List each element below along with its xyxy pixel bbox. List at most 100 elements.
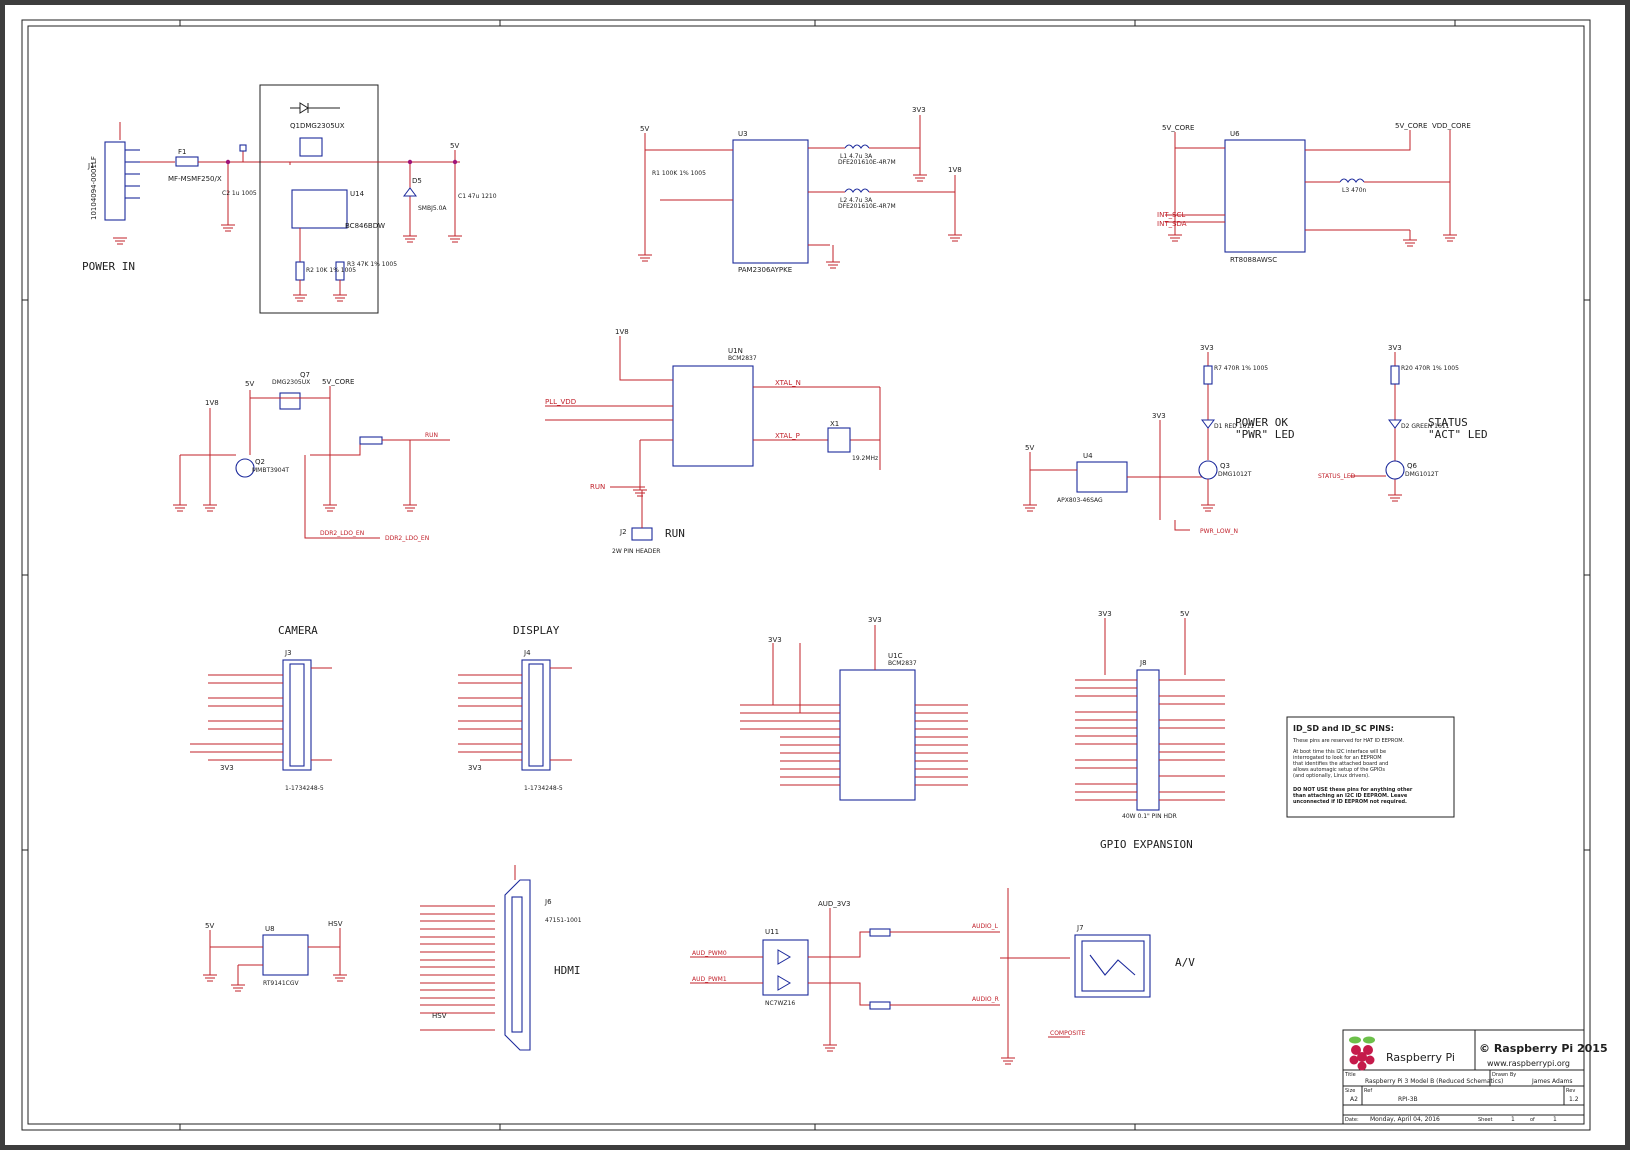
buffer-u11 xyxy=(762,939,809,996)
j2-part: 2W PIN HEADER xyxy=(612,548,660,555)
j3-ref: J3 xyxy=(284,649,292,657)
section-camera: CAMERA xyxy=(278,624,318,637)
j6-part: 47151-1001 xyxy=(545,917,582,924)
net-composite: COMPOSITE xyxy=(1050,1030,1086,1037)
net-aud-pwm1: AUD_PWM1 xyxy=(692,976,727,983)
f1-ref: F1 xyxy=(178,148,186,156)
hdmi-block: J6 47151-1001 HSV HDMI xyxy=(420,865,582,1051)
r1-label: R1 100K 1% 1005 xyxy=(652,170,706,177)
net-5v-core-out: 5V_CORE xyxy=(1395,122,1427,130)
j8-ref: J8 xyxy=(1139,659,1147,667)
q2-part: MMBT3904T xyxy=(252,467,289,474)
u3-ref: U3 xyxy=(738,130,748,138)
mosfet-q1 xyxy=(299,137,323,157)
net-5v-q7: 5V xyxy=(245,380,254,388)
schematic-title: Raspberry Pi 3 Model B (Reduced Schemati… xyxy=(1365,1078,1503,1085)
sheet-number: 1 xyxy=(1511,1116,1515,1123)
ground-symbols xyxy=(113,174,1457,1065)
crystal-x1 xyxy=(827,427,851,453)
ic-u8 xyxy=(262,934,309,976)
header-j2 xyxy=(631,527,653,541)
net-hsv: HSV xyxy=(328,920,343,928)
display-block: DISPLAY J4 1-1734248-5 3V3 xyxy=(458,624,572,792)
status-led-block: 3V3 R20 470R 1% 1005 D2 GREEN 1611 Q6 DM… xyxy=(1318,344,1488,495)
ref-label: Ref xyxy=(1364,1088,1372,1094)
j8-part: 40W 0.1" PIN HDR xyxy=(1122,813,1177,820)
gpio-header-block: J8 40W 0.1" PIN HDR 3V3 5V GPIO EXPANSIO… xyxy=(1075,610,1225,851)
l1-part: DFE201610E-4R7M xyxy=(838,159,896,166)
u1n-part: BCM2837 xyxy=(728,355,757,362)
net-5v-core-q7: 5V_CORE xyxy=(322,378,354,386)
header-j8 xyxy=(1136,669,1160,811)
note-line: These pins are reserved for HAT ID EEPRO… xyxy=(1292,738,1405,744)
note-line: than attaching an I2C ID EEPROM. Leave xyxy=(1293,793,1408,799)
raspberry-pi-logo xyxy=(1349,1036,1375,1071)
fuse-f1 xyxy=(175,156,199,167)
net-5v-j8: 5V xyxy=(1180,610,1189,618)
sheet-size: A2 xyxy=(1350,1096,1358,1103)
d5-ref: D5 xyxy=(412,177,422,185)
net-3v3-u3: 3V3 xyxy=(912,106,926,114)
net-5v-u4: 5V xyxy=(1025,444,1034,452)
paper xyxy=(5,5,1625,1145)
ic-u1c xyxy=(839,669,916,801)
ref-value: RPI-3B xyxy=(1398,1096,1418,1103)
audio-video-block: U11 NC7WZ16 AUD_PWM0 AUD_PWM1 AUD_3V3 AU… xyxy=(690,888,1195,1058)
q1-ref: Q1 xyxy=(290,122,300,130)
net-status-led: STATUS_LED xyxy=(1318,473,1356,480)
j4-part: 1-1734248-5 xyxy=(524,785,563,792)
camera-block: CAMERA J3 1-1734248-5 3V3 xyxy=(190,624,332,792)
section-run: RUN xyxy=(665,527,685,540)
note-line: At boot time this I2C interface will be xyxy=(1293,749,1386,755)
ic-u3 xyxy=(732,139,809,264)
ic-u1n xyxy=(672,365,754,467)
q6-part: DMG1012T xyxy=(1405,471,1439,478)
power-ok-block: U4 APX803-46SAG 5V 3V3 PWR_LOW_N 3V3 R7 … xyxy=(1025,344,1295,535)
net-1v8-u1n: 1V8 xyxy=(615,328,629,336)
u1n-ref: U1N xyxy=(728,347,743,355)
date-label: Date: xyxy=(1345,1117,1359,1123)
u1c-ref: U1C xyxy=(888,652,903,660)
r2-label: R2 10K 1% 1005 xyxy=(306,267,356,274)
section-display: DISPLAY xyxy=(513,624,560,637)
size-label: Size xyxy=(1345,1088,1355,1094)
q7-part: DMG2305UX xyxy=(272,379,310,386)
l1-label: L1 4.7u 3A xyxy=(840,153,873,160)
note-line: DO NOT USE these pins for anything other xyxy=(1293,787,1413,793)
net-run-in: RUN xyxy=(590,483,605,491)
net-audio-r: AUDIO_R xyxy=(972,996,999,1003)
j1-part: 10104094-0001LF xyxy=(90,156,98,220)
section-gpio-expansion: GPIO EXPANSION xyxy=(1100,838,1193,851)
l3-label: L3 470n xyxy=(1342,187,1367,194)
sheet-count: 1 xyxy=(1553,1116,1557,1123)
transistor-u14 xyxy=(291,189,348,229)
net-3v3-u1c: 3V3 xyxy=(868,616,882,624)
net-int-sda: INT_SDA xyxy=(1157,220,1187,228)
protection-box xyxy=(259,84,379,314)
of-label: of xyxy=(1530,1117,1535,1123)
net-3v3-cam: 3V3 xyxy=(220,764,234,772)
u14-part: BC846BDW xyxy=(345,222,385,230)
net-3v3-u4: 3V3 xyxy=(1152,412,1166,420)
net-xtal-n: XTAL_N xyxy=(775,379,801,387)
l2-part: DFE201610E-4R7M xyxy=(838,203,896,210)
ldo-u8-block: U8 RT9141CGV 5V HSV xyxy=(205,920,343,987)
net-3v3-j8: 3V3 xyxy=(1098,610,1112,618)
net-aud-3v3: AUD_3V3 xyxy=(818,900,851,908)
section-av: A/V xyxy=(1175,956,1195,969)
u4-part: APX803-46SAG xyxy=(1057,497,1103,504)
title-block: Raspberry Pi © Raspberry Pi 2015 www.ras… xyxy=(1342,1029,1608,1125)
title-label: Title xyxy=(1344,1072,1356,1078)
r20-label: R20 470R 1% 1005 xyxy=(1401,365,1459,372)
r3-label: R3 47K 1% 1005 xyxy=(347,261,397,268)
net-5v-core-u6: 5V_CORE xyxy=(1162,124,1194,132)
x1-part: 19.2MHz xyxy=(852,455,878,462)
net-vdd-core: VDD_CORE xyxy=(1432,122,1471,130)
net-5v-u3: 5V xyxy=(640,125,649,133)
net-3v3-status: 3V3 xyxy=(1388,344,1402,352)
u4-ref: U4 xyxy=(1083,452,1093,460)
note-line: allows automagic setup of the GPIOs xyxy=(1293,767,1385,773)
net-ddr-en-out: DDR2_LDO_EN xyxy=(385,535,429,542)
u8-part: RT9141CGV xyxy=(263,980,300,987)
net-run-q7: RUN xyxy=(425,432,438,439)
